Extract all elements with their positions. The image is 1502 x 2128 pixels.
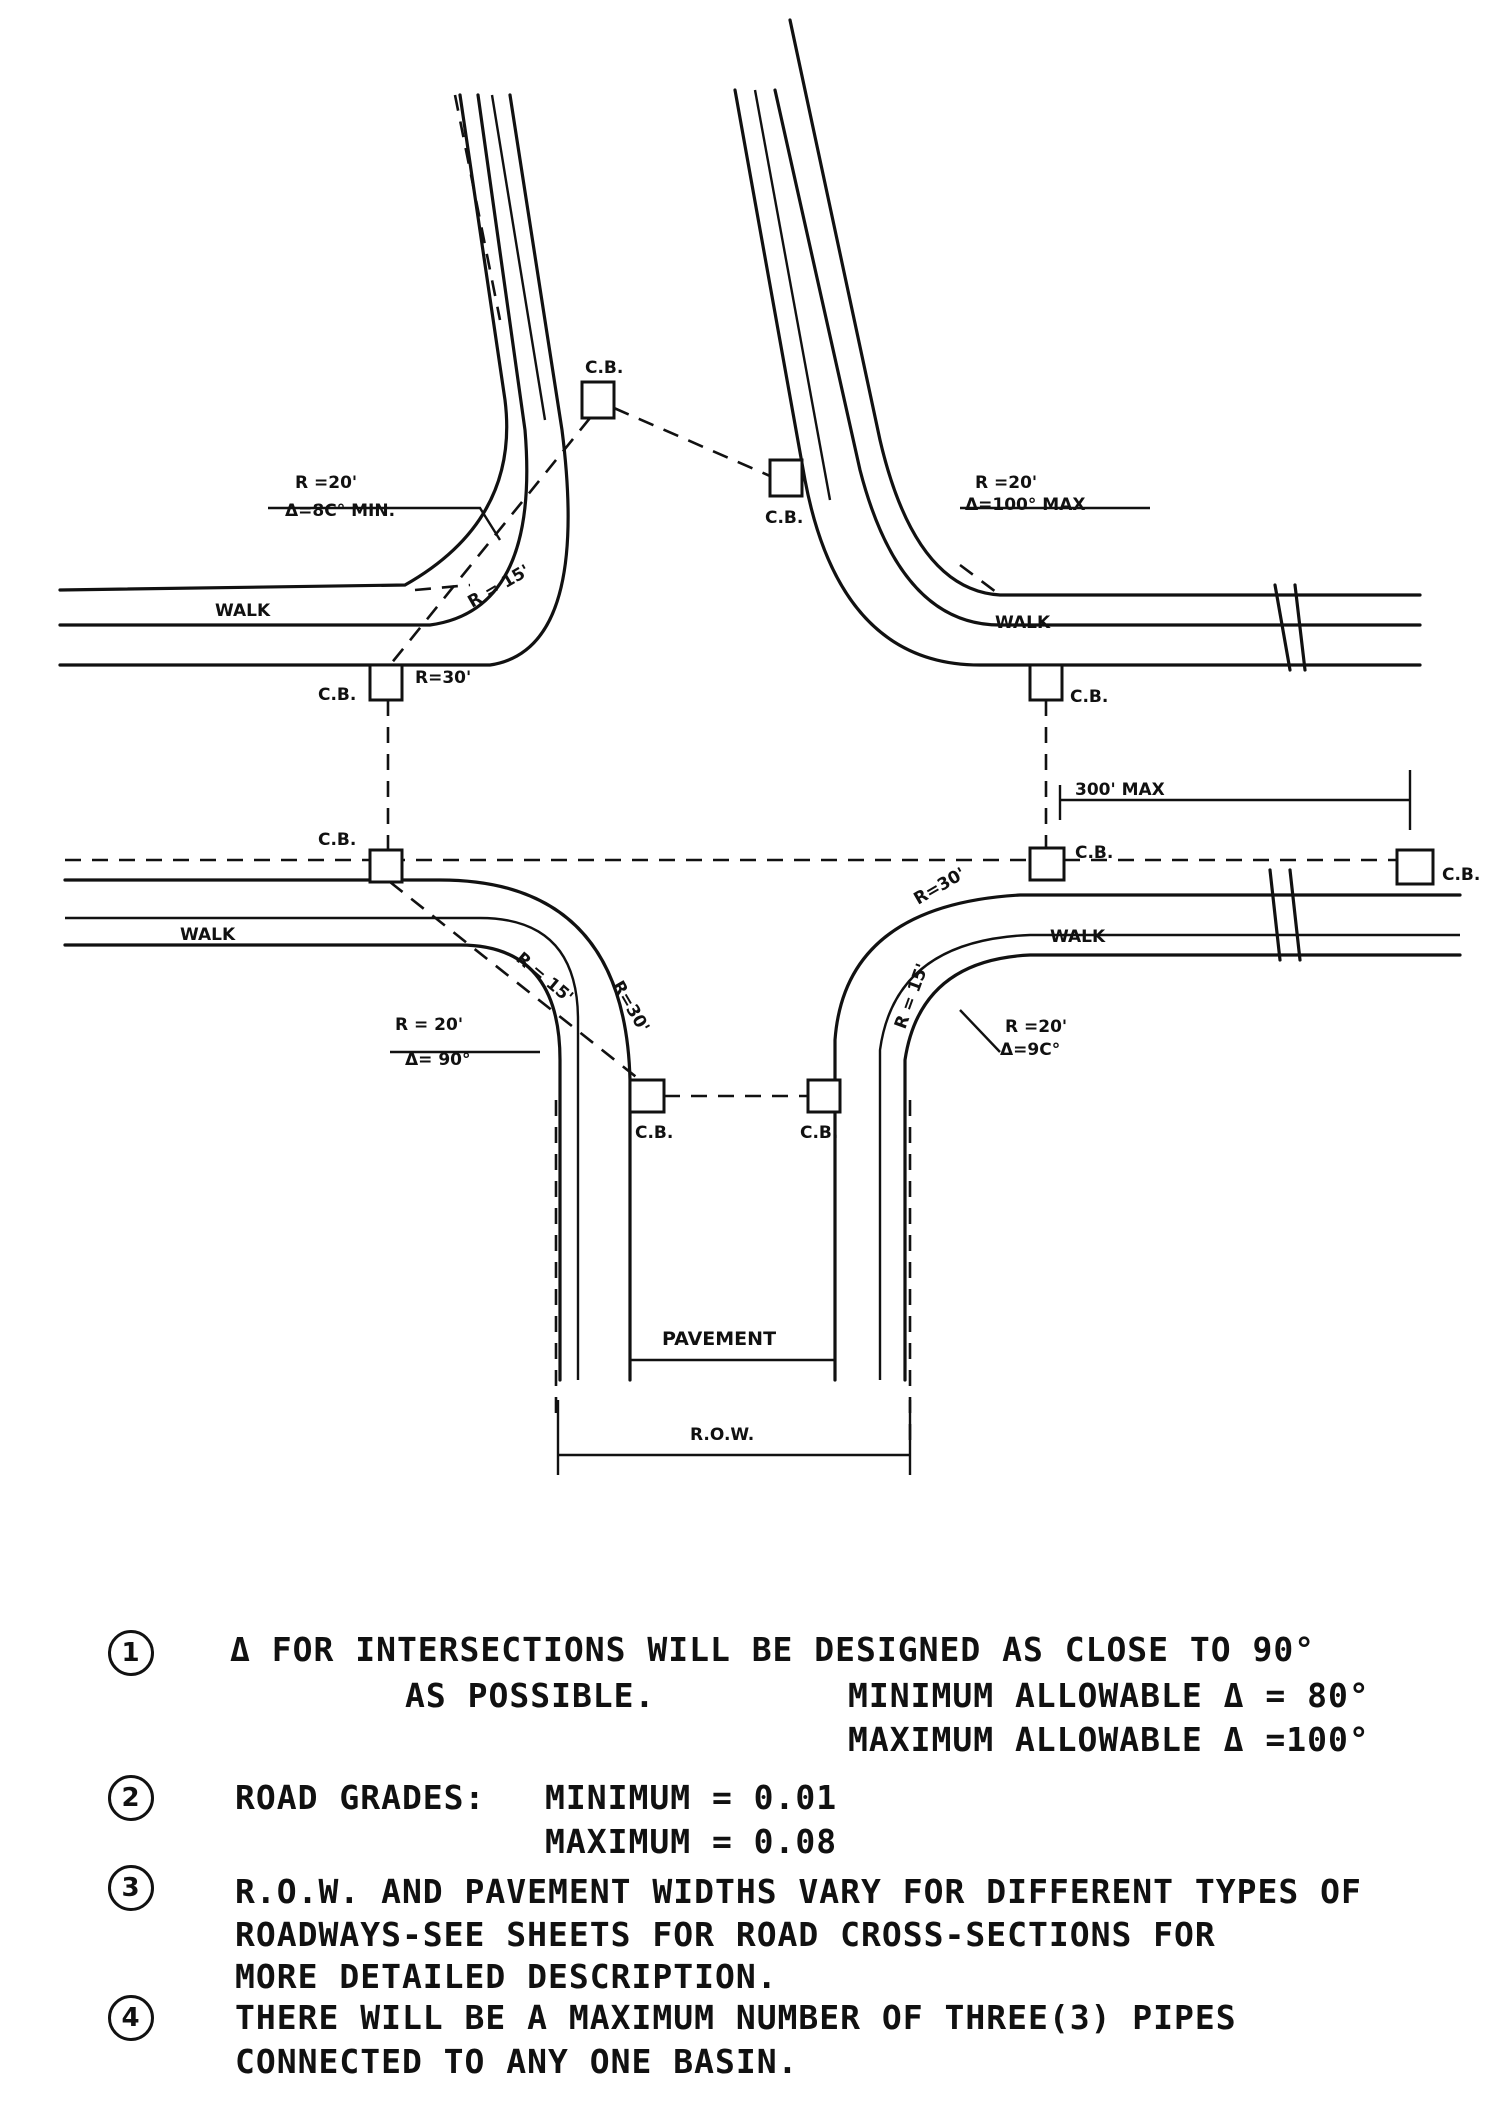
label-cb-south-left: C.B. xyxy=(635,1123,673,1143)
note-3-line-3: MORE DETAILED DESCRIPTION. xyxy=(235,1957,778,1996)
cb-ne-bottom xyxy=(1028,663,1064,702)
note-1-line-4: MAXIMUM ALLOWABLE Δ =100° xyxy=(848,1720,1370,1759)
label-cb-south-right: C.B. xyxy=(800,1123,838,1143)
label-pavement: PAVEMENT xyxy=(662,1328,776,1350)
sw-road-edges xyxy=(63,858,1440,1420)
label-r20-sw: R = 20' xyxy=(395,1015,463,1035)
label-delta-se: Δ=9C° xyxy=(1000,1040,1060,1060)
label-cb-ne-bottom: C.B. xyxy=(1070,687,1108,707)
cb-se-top xyxy=(1028,846,1066,882)
note-3-line-2: ROADWAYS-SEE SHEETS FOR ROAD CROSS-SECTI… xyxy=(235,1915,1216,1954)
note-3-number: 3 xyxy=(108,1865,154,1911)
cb-south-left xyxy=(628,1078,666,1114)
note-4-number: 4 xyxy=(108,1995,154,2041)
diagram-labels: C.B. C.B. C.B. C.B. C.B. C.B. C.B. C.B. … xyxy=(180,358,1480,1445)
note-2-line-3: MAXIMUM = 0.08 xyxy=(545,1822,838,1861)
dimension-lines xyxy=(268,506,1412,1475)
cb-nw-top xyxy=(580,380,616,420)
ne-road-edges xyxy=(733,18,1422,672)
cb-nw-bottom xyxy=(368,663,404,702)
label-r30-sw: R=30' xyxy=(608,978,653,1037)
label-cb-ne-top: C.B. xyxy=(765,508,803,528)
label-cb-sw-top: C.B. xyxy=(318,830,356,850)
label-delta-nw: Δ=8C° MIN. xyxy=(285,501,395,521)
catch-basins xyxy=(368,380,1435,1114)
note-4-line-2: CONNECTED TO ANY ONE BASIN. xyxy=(235,2042,799,2081)
label-cb-nw-top: C.B. xyxy=(585,358,623,378)
se-road-edges xyxy=(833,868,1462,1440)
nw-road-edges xyxy=(58,93,570,667)
cb-ne-top xyxy=(768,458,804,498)
cb-south-right xyxy=(806,1078,842,1114)
note-2-line-2: MINIMUM = 0.01 xyxy=(545,1778,838,1817)
label-300-max: 300' MAX xyxy=(1075,780,1165,800)
label-r20-ne: R =20' xyxy=(975,473,1037,493)
note-1-number: 1 xyxy=(108,1630,154,1676)
label-r20-se: R =20' xyxy=(1005,1017,1067,1037)
label-walk-se: WALK xyxy=(1050,927,1106,947)
label-walk-sw: WALK xyxy=(180,925,236,945)
cb-sw-top xyxy=(368,848,404,884)
label-cb-se-top: C.B. xyxy=(1075,843,1113,863)
label-delta-ne: Δ=100° MAX xyxy=(965,495,1086,515)
note-2-number: 2 xyxy=(108,1775,154,1821)
note-4-line-1: THERE WILL BE A MAXIMUM NUMBER OF THREE(… xyxy=(235,1998,1237,2037)
label-cb-nw-bottom: C.B. xyxy=(318,685,356,705)
note-1-line-1: Δ FOR INTERSECTIONS WILL BE DESIGNED AS … xyxy=(230,1630,1316,1669)
label-r15-nw: R = 15' xyxy=(465,561,534,612)
label-walk-nw: WALK xyxy=(215,601,271,621)
label-walk-ne: WALK xyxy=(995,613,1051,633)
note-1-line-3: MINIMUM ALLOWABLE Δ = 80° xyxy=(848,1676,1370,1715)
label-r20-nw: R =20' xyxy=(295,473,357,493)
cb-far-east xyxy=(1395,848,1435,886)
label-cb-far-east: C.B. xyxy=(1442,865,1480,885)
note-1-line-2: AS POSSIBLE. xyxy=(405,1676,656,1715)
pipes xyxy=(386,406,1048,1098)
label-r15-sw: R = 15' xyxy=(512,949,577,1008)
note-3-line-1: R.O.W. AND PAVEMENT WIDTHS VARY FOR DIFF… xyxy=(235,1872,1362,1911)
label-row: R.O.W. xyxy=(690,1425,754,1445)
intersection-diagram: C.B. C.B. C.B. C.B. C.B. C.B. C.B. C.B. … xyxy=(58,18,1480,1475)
note-2-line-1: ROAD GRADES: xyxy=(235,1778,486,1817)
label-r30-nw: R=30' xyxy=(415,668,471,688)
label-delta-sw: Δ= 90° xyxy=(405,1050,470,1070)
